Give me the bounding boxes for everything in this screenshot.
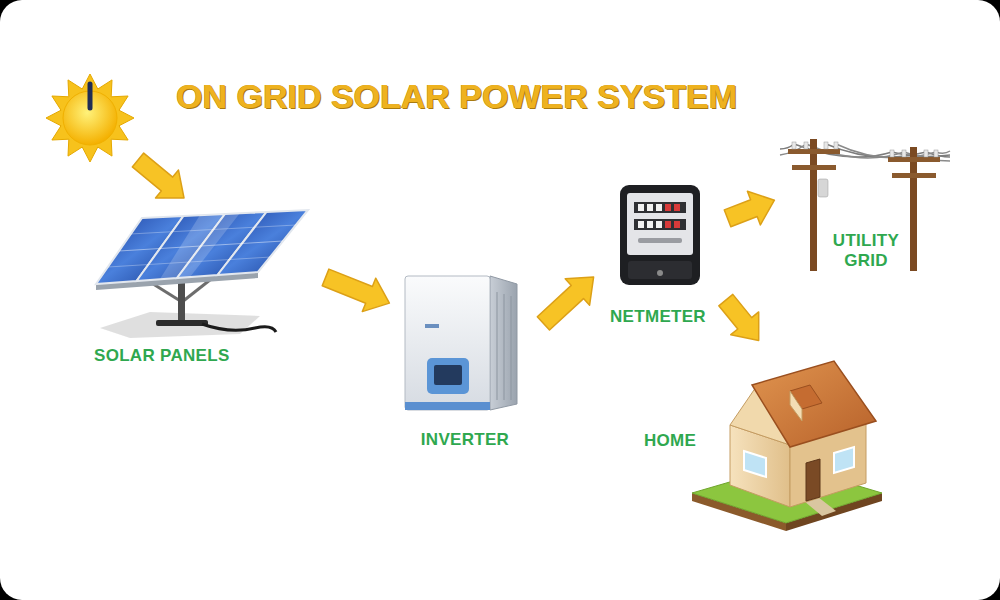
- inverter-logo: [425, 324, 439, 328]
- insulator: [890, 150, 894, 157]
- meter-digit: [638, 204, 644, 211]
- crossarm: [788, 149, 840, 154]
- crossarm: [792, 165, 836, 170]
- component-label: HOME: [644, 431, 708, 451]
- meter-digit: [656, 204, 662, 211]
- diagram-title: ON GRID SOLAR POWER SYSTEM: [176, 76, 737, 116]
- inverter-art: [405, 276, 517, 410]
- power-wire: [826, 144, 950, 157]
- house-art: [692, 361, 882, 531]
- meter-face: [627, 193, 693, 255]
- meter-digit: [647, 204, 653, 211]
- title-wrap: ON GRID SOLAR POWER SYSTEM: [176, 76, 737, 116]
- insulator: [934, 150, 938, 157]
- flow-arrow: [724, 191, 774, 226]
- heat-sink-line: [504, 294, 505, 400]
- inverter-side: [490, 276, 517, 410]
- crossarm: [888, 157, 940, 162]
- sun-icon: [46, 74, 134, 162]
- crossarm: [892, 173, 936, 178]
- roof: [752, 361, 876, 447]
- heat-sink-line: [497, 292, 498, 400]
- insulator: [824, 142, 828, 149]
- pole: [810, 139, 817, 271]
- meter-body: [620, 185, 700, 285]
- solar-panel-art: [96, 210, 308, 338]
- power-symbol: [88, 84, 93, 108]
- component-label: NETMETER: [598, 307, 718, 327]
- stand-foot: [156, 320, 208, 326]
- meter-digit: [665, 221, 671, 228]
- sun-arrow: [132, 153, 184, 198]
- solar-panels-node: SOLAR PANELS: [90, 200, 320, 375]
- insulator: [924, 150, 928, 157]
- meter-digit: [665, 204, 671, 211]
- utility-grid-node: UTILITY GRID: [780, 135, 950, 275]
- inverter-base: [405, 402, 490, 410]
- transformer-can: [818, 179, 828, 197]
- flow-arrow: [719, 294, 759, 340]
- inverter-front: [405, 276, 490, 410]
- window: [834, 447, 854, 473]
- heat-sink-line: [511, 296, 512, 400]
- panel-shine: [160, 213, 240, 279]
- inverter-screen: [434, 365, 462, 385]
- meter-counter: [634, 202, 686, 213]
- flow-arrow: [322, 269, 389, 312]
- meter-digit: [647, 221, 653, 228]
- pole: [910, 147, 917, 271]
- window: [744, 451, 766, 477]
- meter-digit: [674, 221, 680, 228]
- netmeter-node: NETMETER: [598, 183, 722, 333]
- component-label: SOLAR PANELS: [94, 346, 294, 366]
- flow-arrow: [537, 277, 593, 330]
- utility-pole-art: [780, 139, 950, 271]
- inverter-node: INVERTER: [395, 272, 539, 457]
- meter-disc: [638, 238, 682, 243]
- door: [806, 459, 820, 501]
- stand-pole: [178, 280, 185, 322]
- meter-digit: [638, 221, 644, 228]
- cable: [202, 324, 276, 332]
- inverter-panel: [427, 358, 469, 394]
- component-label: UTILITY GRID: [826, 231, 906, 271]
- power-wire: [836, 144, 950, 158]
- netmeter-art: [620, 185, 700, 285]
- meter-digit: [674, 204, 680, 211]
- sun-rays: [46, 74, 134, 162]
- meter-digit: [656, 221, 662, 228]
- insulator: [902, 150, 906, 157]
- insulator: [834, 142, 838, 149]
- meter-counter: [634, 219, 686, 230]
- insulator: [792, 142, 796, 149]
- home-node: HOME: [640, 345, 885, 530]
- insulator: [804, 142, 808, 149]
- dormer: [790, 391, 802, 421]
- component-label: INVERTER: [395, 430, 535, 450]
- meter-screw: [657, 270, 663, 276]
- meter-terminal: [628, 261, 692, 279]
